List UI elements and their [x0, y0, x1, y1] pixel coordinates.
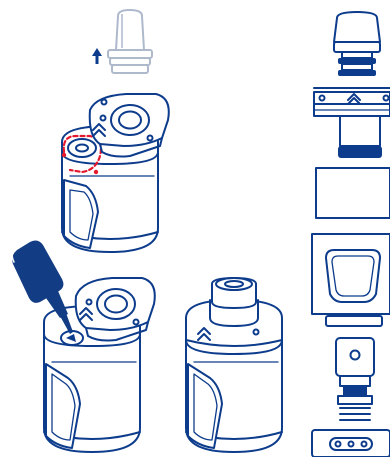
drip-tip-part: [333, 11, 381, 76]
base-ring: [61, 125, 159, 165]
fill-port: [60, 330, 84, 346]
step-remove-drip-tip: [92, 9, 153, 74]
chevron-up-icon: [197, 327, 211, 341]
top-cap: [88, 93, 170, 158]
tank-body: [43, 329, 141, 453]
chevron-up-icon: [79, 307, 93, 321]
base-ring: [43, 305, 141, 347]
tank-body-part: [311, 233, 390, 327]
step-close-top-cap: [185, 277, 283, 453]
step-fill-with-e-liquid: [11, 240, 156, 453]
base-connector-part: [311, 429, 390, 457]
drip-tip: [209, 277, 259, 327]
tank-body: [185, 329, 283, 453]
chevron-up-icon: [92, 123, 106, 137]
top-cap-part: [313, 87, 390, 158]
tank-body: [61, 149, 159, 253]
exploded-parts-view: [311, 11, 390, 457]
step-slide-top-cap-open: [61, 93, 170, 253]
drip-tip: [107, 9, 153, 74]
e-liquid-bottle: [11, 240, 73, 334]
coil-head-part: [335, 337, 375, 421]
glass-tube-part: [315, 167, 390, 219]
top-cap: [74, 277, 156, 342]
chevron-up-icon: [347, 93, 361, 105]
arrow-up-icon: [92, 48, 102, 64]
